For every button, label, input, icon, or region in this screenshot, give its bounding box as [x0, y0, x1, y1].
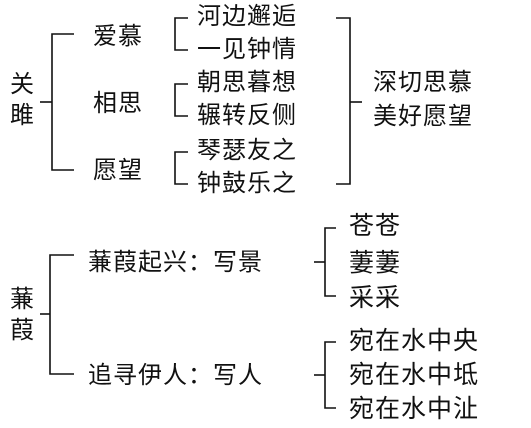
- xiejing-bracket: [324, 227, 336, 297]
- jianjia-title: 蒹葭: [10, 285, 35, 345]
- summary-line-2: 美好愿望: [373, 102, 473, 130]
- xiejing-line-3: 采采: [349, 283, 402, 312]
- aimu-line-1: 河边邂逅: [197, 2, 297, 30]
- xiangsi-line-2: 辗转反侧: [197, 101, 297, 129]
- xieren-line-1: 宛在水中央: [349, 326, 480, 355]
- xieren-label: 追寻伊人：写人: [88, 361, 263, 389]
- guanju-title: 关雎: [10, 70, 35, 130]
- yuanwang-bracket: [174, 151, 188, 185]
- aimu-bracket: [174, 17, 188, 51]
- xiangsi-label: 相思: [93, 89, 143, 117]
- summary-line-1: 深切思慕: [373, 68, 473, 96]
- aimu-label: 爱慕: [93, 22, 143, 50]
- xiejing-line-1: 苍苍: [349, 211, 402, 240]
- xieren-line-3: 宛在水中沚: [349, 394, 480, 423]
- jianjia-main-bracket: [49, 254, 74, 375]
- xiejing-line-2: 萋萋: [349, 248, 402, 277]
- guanju-main-bracket: [51, 33, 74, 171]
- xiangsi-line-1: 朝思暮想: [197, 68, 297, 96]
- yuanwang-label: 愿望: [93, 156, 143, 184]
- aimu-line-2: 一见钟情: [197, 35, 297, 63]
- yuanwang-line-1: 琴瑟友之: [197, 136, 297, 164]
- xiangsi-bracket: [174, 83, 188, 117]
- guanju-summary-bracket: [336, 17, 351, 185]
- xiejing-label: 蒹葭起兴：写景: [88, 248, 263, 276]
- yuanwang-line-2: 钟鼓乐之: [197, 169, 297, 197]
- xieren-line-2: 宛在水中坻: [349, 360, 480, 389]
- xieren-bracket: [324, 341, 336, 409]
